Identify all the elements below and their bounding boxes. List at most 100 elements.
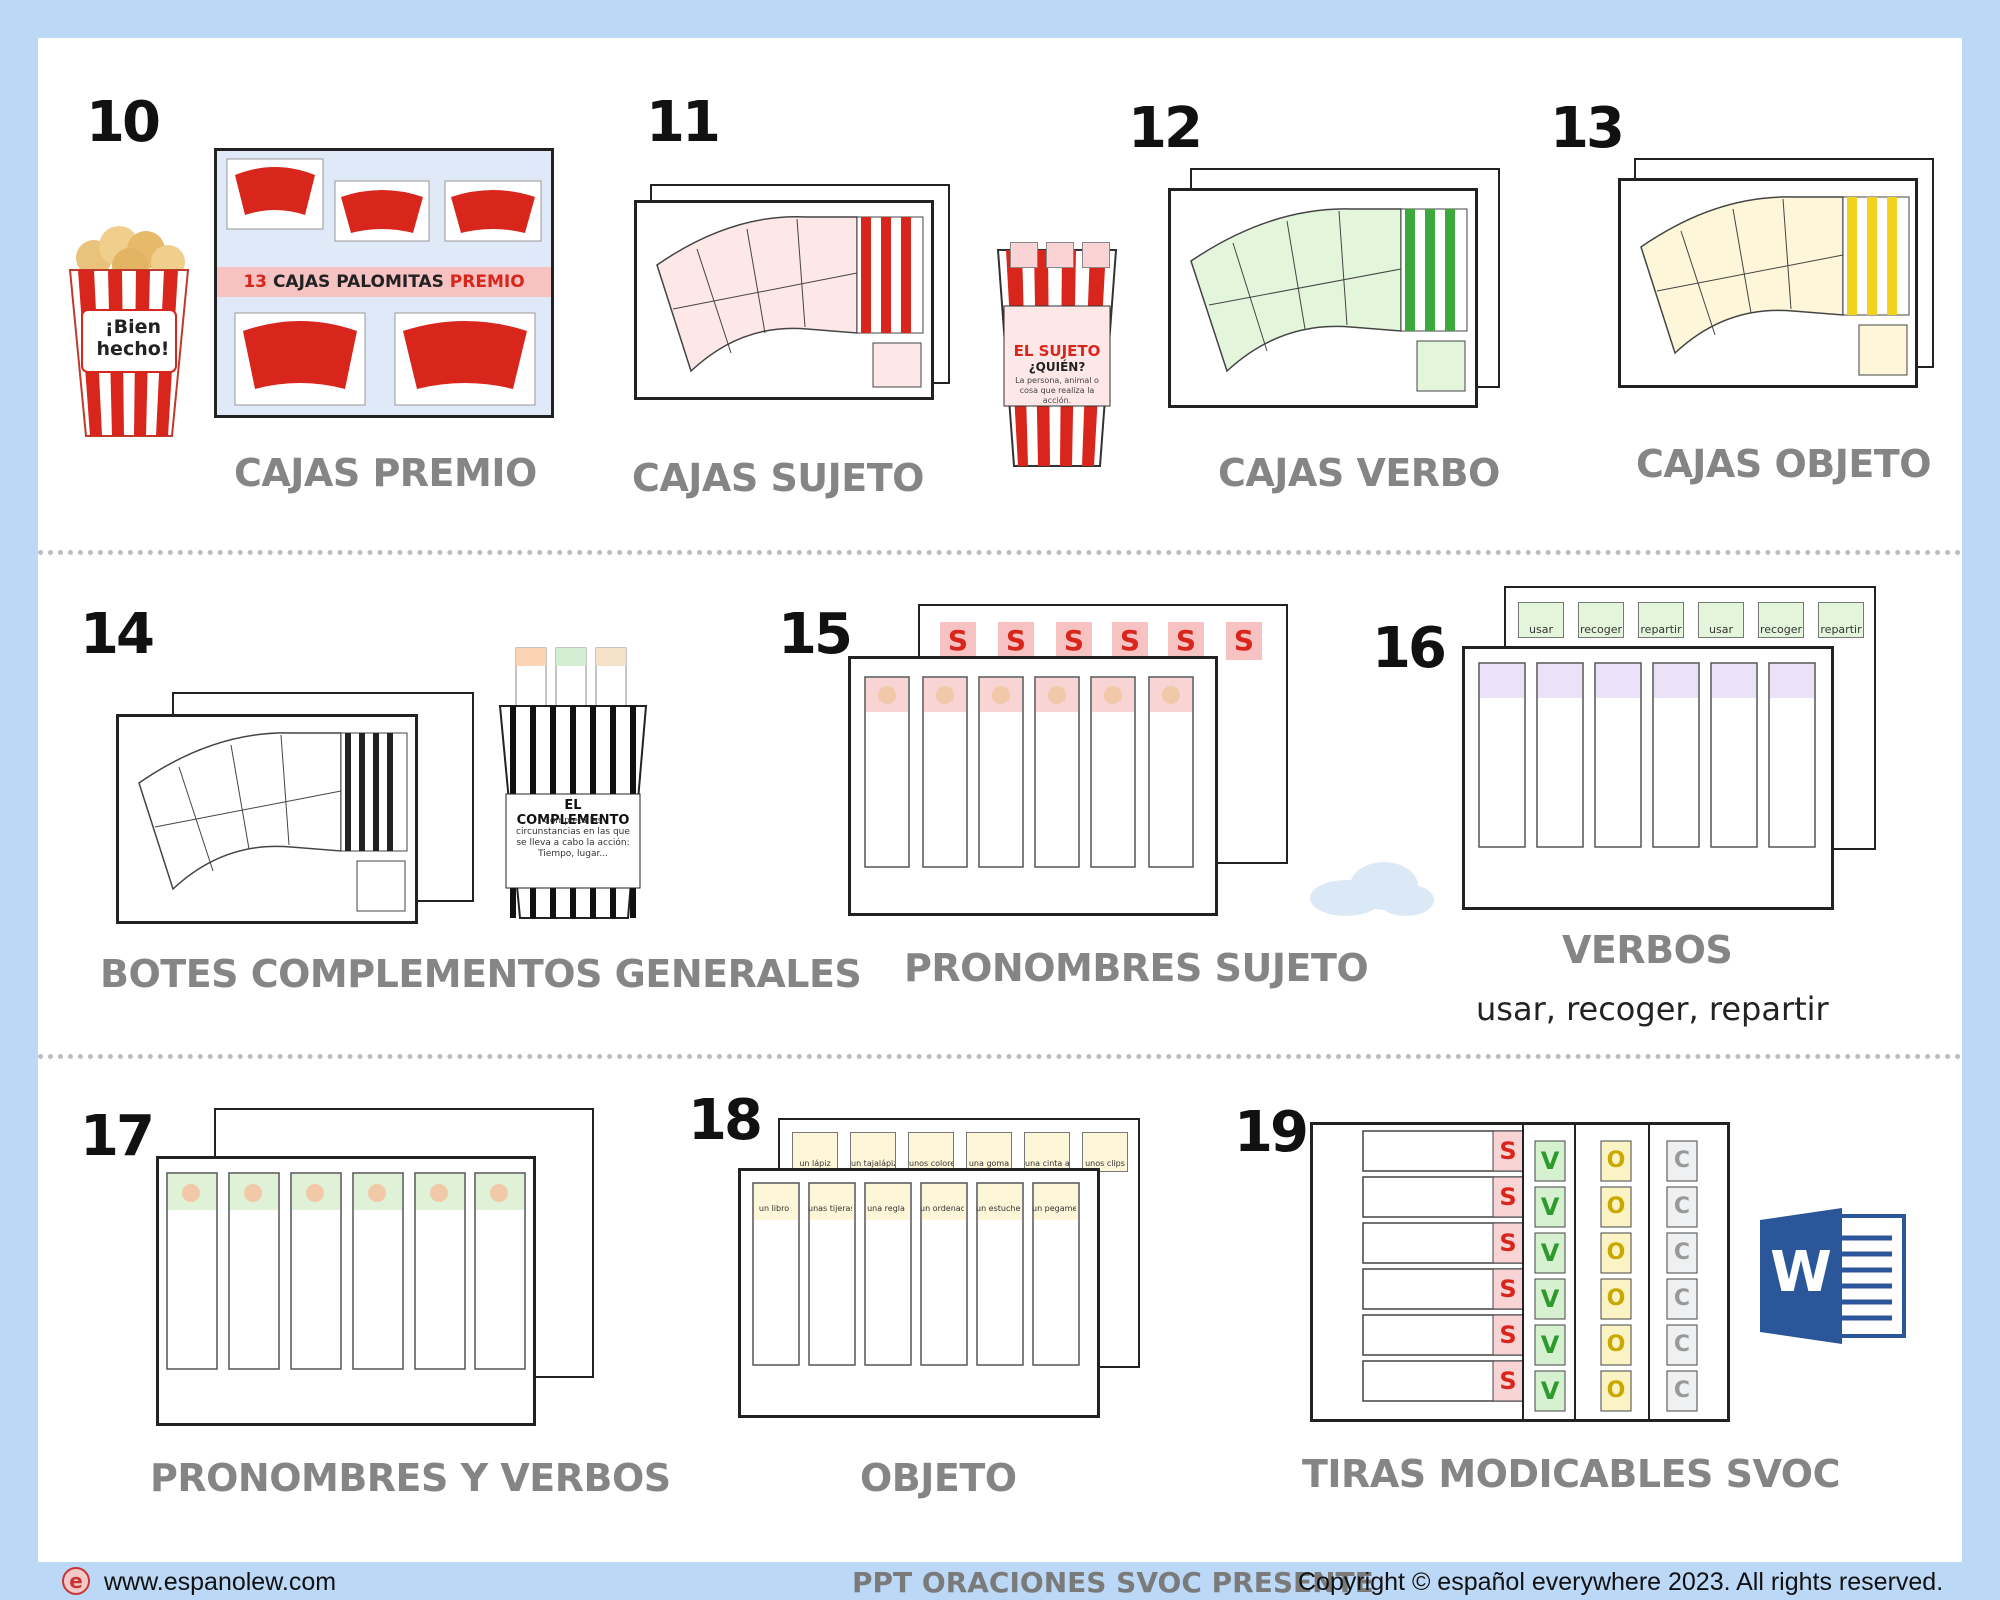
object-tile: una goma — [966, 1132, 1012, 1172]
v-letter: V — [1540, 1285, 1560, 1313]
verb-tile: repartir — [1818, 602, 1864, 638]
popcorn-bucket-icon — [68, 226, 190, 437]
verbs-back-row: usar recoger repartir usar recoger repar… — [1518, 602, 1868, 638]
bien-hecho-text: ¡Bien hecho! — [96, 316, 170, 360]
section-number-10: 10 — [86, 90, 161, 155]
section-label-12: CAJAS VERBO — [1218, 451, 1500, 495]
section-number-12: 12 — [1128, 96, 1203, 161]
object-tile: un lápiz — [792, 1132, 838, 1172]
section-label-15: PRONOMBRES SUJETO — [904, 946, 1369, 990]
section-label-14: BOTES COMPLEMENTOS GENERALES — [100, 952, 862, 996]
complemento-sheet-front — [116, 714, 418, 924]
premio-title-main: CAJAS PALOMITAS — [272, 272, 444, 292]
objects-back-row: un lápiz un tajalápiz unos colores una g… — [792, 1132, 1132, 1172]
tiras-sheet: S S S S S S V V V V V V O O O O O O C C … — [1310, 1122, 1730, 1422]
s-letter: S — [1499, 1183, 1517, 1211]
section-number-11: 11 — [646, 90, 721, 155]
o-letter: O — [1606, 1148, 1626, 1173]
s-letter-strip: S S S S S S — [1493, 1131, 1523, 1407]
verb-tile: recoger — [1758, 602, 1804, 638]
footer-copyright: Copyright © español everywhere 2023. All… — [1298, 1568, 1944, 1596]
pronombres-strips — [864, 676, 1194, 868]
section-number-17: 17 — [80, 1104, 155, 1169]
c-letter-strip: C C C C C C — [1667, 1141, 1697, 1417]
objeto-sheet-front — [1618, 178, 1918, 388]
section-label-11: CAJAS SUJETO — [632, 456, 925, 500]
c-letter: C — [1673, 1240, 1691, 1265]
section-label-17: PRONOMBRES Y VERBOS — [150, 1456, 671, 1500]
c-letter: C — [1673, 1332, 1691, 1357]
object-label: un estuche — [976, 1204, 1020, 1213]
premio-boxes-illustration — [226, 158, 542, 406]
c-letter: C — [1673, 1194, 1691, 1219]
pronombres-sheet-front — [848, 656, 1218, 916]
espanol-everywhere-logo-icon: e — [62, 1567, 90, 1595]
object-tile: unos colores — [908, 1132, 954, 1172]
footer-bar — [0, 1562, 2000, 1600]
section-number-18: 18 — [688, 1088, 763, 1153]
section-divider-1 — [38, 550, 1962, 555]
word-letter: W — [1770, 1240, 1832, 1305]
s-letter-tile: S — [1112, 622, 1148, 660]
sujeto-box-question: ¿QUIÉN? — [1028, 360, 1086, 374]
premio-title-banner: 13 CAJAS PALOMITAS PREMIO — [217, 267, 551, 297]
object-label: unas tijeras — [808, 1204, 852, 1213]
sujeto-popcorn-box-icon — [996, 249, 1118, 467]
verb-tile: usar — [1698, 602, 1744, 638]
object-label: un libro — [758, 1204, 790, 1213]
sujeto-strip-icons — [1010, 242, 1110, 268]
complemento-box-text: Completa las circunstancias en las que s… — [516, 816, 630, 859]
c-letter: C — [1673, 1148, 1691, 1173]
sujeto-box-title: EL SUJETO — [1013, 342, 1101, 360]
v-letter: V — [1540, 1377, 1560, 1405]
section-label-18: OBJETO — [860, 1456, 1017, 1500]
section-number-16: 16 — [1372, 616, 1447, 681]
object-tile: una cinta adhesiva — [1024, 1132, 1070, 1172]
premio-cover-thumbnail: 13 CAJAS PALOMITAS PREMIO — [214, 148, 554, 418]
s-letter: S — [1499, 1229, 1517, 1257]
sujeto-box-template — [656, 215, 924, 388]
o-letter: O — [1606, 1194, 1626, 1219]
s-letter-tile: S — [940, 622, 976, 660]
section-label-19: TIRAS MODICABLES SVOC — [1302, 1452, 1840, 1496]
premio-title-accent: PREMIO — [449, 272, 525, 292]
verbos-sheet-front — [1462, 646, 1834, 910]
verb-tile: recoger — [1578, 602, 1624, 638]
o-letter: O — [1606, 1286, 1626, 1311]
s-letter: S — [1499, 1321, 1517, 1349]
s-letter-row: S S S S S S — [926, 622, 1282, 662]
c-letter: C — [1673, 1378, 1691, 1403]
object-label: un pegamento — [1032, 1204, 1076, 1213]
s-letter-tile: S — [1226, 622, 1262, 660]
footer-website-link[interactable]: www.espanolew.com — [104, 1568, 337, 1596]
tiras-strips — [1362, 1125, 1698, 1419]
s-letter-tile: S — [998, 622, 1034, 660]
footer-presentation-title: PPT ORACIONES SVOC PRESENTE — [852, 1566, 1374, 1599]
worksheet-page: 10 ¡Bien hecho! 13 CAJAS PALOMITAS PREMI… — [38, 38, 1962, 1562]
premio-title-prefix: 13 — [243, 272, 268, 292]
section-number-13: 13 — [1550, 96, 1625, 161]
v-letter: V — [1540, 1331, 1560, 1359]
section-number-19: 19 — [1234, 1100, 1309, 1165]
s-letter-tile: S — [1168, 622, 1204, 660]
objeto-box-template — [1640, 196, 1910, 376]
objeto-cards-sheet-front — [738, 1168, 1100, 1418]
o-letter: O — [1606, 1332, 1626, 1357]
verbo-sheet-front — [1168, 188, 1478, 408]
complemento-box-template — [138, 732, 408, 912]
section-sublabel-16: usar, recoger, repartir — [1476, 990, 1829, 1028]
s-letter: S — [1499, 1137, 1517, 1165]
v-letter: V — [1540, 1147, 1560, 1175]
s-letter: S — [1499, 1367, 1517, 1395]
verb-tile: usar — [1518, 602, 1564, 638]
section-number-15: 15 — [778, 602, 853, 667]
object-tile: un tajalápiz — [850, 1132, 896, 1172]
o-letter: O — [1606, 1240, 1626, 1265]
object-label: un ordenador — [920, 1204, 964, 1213]
verbos-strips — [1478, 662, 1816, 848]
v-letter: V — [1540, 1193, 1560, 1221]
section-divider-2 — [38, 1054, 1962, 1059]
pron-verbos-strips — [166, 1172, 526, 1370]
v-letter-strip: V V V V V V — [1535, 1141, 1565, 1417]
object-tile: unos clips — [1082, 1132, 1128, 1172]
